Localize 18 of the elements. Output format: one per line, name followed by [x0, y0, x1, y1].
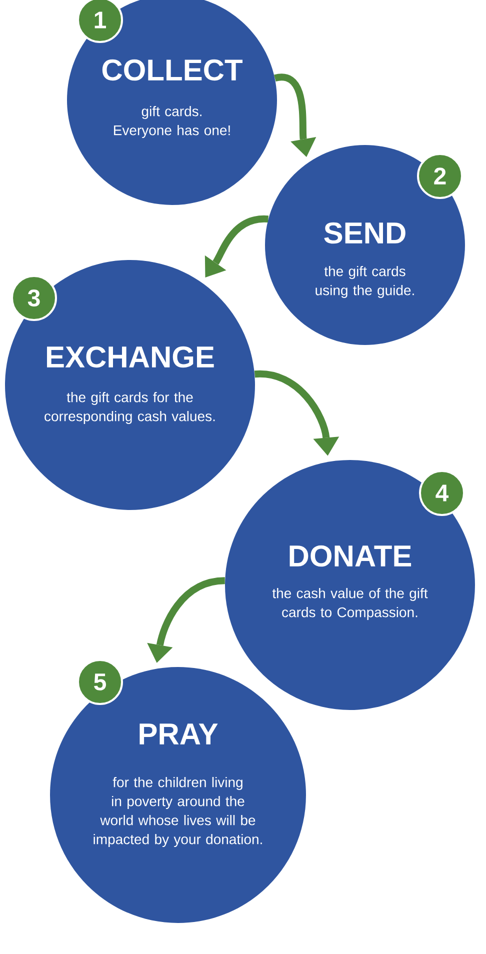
step-heading: DONATE — [290, 545, 412, 567]
number-badge: 1 — [77, 0, 123, 43]
number-badge: 4 — [419, 470, 465, 516]
step-heading: SEND — [324, 222, 406, 244]
step-text: gift cards. Everyone has one! — [114, 106, 230, 138]
curved-arrow — [254, 370, 340, 456]
step-text: the gift cards using the guide. — [316, 266, 414, 298]
step-heading: COLLECT — [102, 59, 242, 81]
number-badge: 2 — [417, 153, 463, 199]
step-heading: PRAY — [140, 724, 218, 744]
number-badge: 3 — [11, 275, 57, 321]
step-text: for the children living in poverty around the world whose lives will be impacted by your donation. — [94, 776, 262, 847]
curved-arrow — [147, 577, 226, 663]
step-heading: EXCHANGE — [47, 346, 214, 368]
curved-arrow — [204, 216, 268, 278]
step-text: the cash value of the gift cards to Compassion. — [272, 588, 428, 620]
number-badge: 5 — [77, 659, 123, 705]
step-text: the gift cards for the corresponding cash values. — [44, 392, 215, 424]
